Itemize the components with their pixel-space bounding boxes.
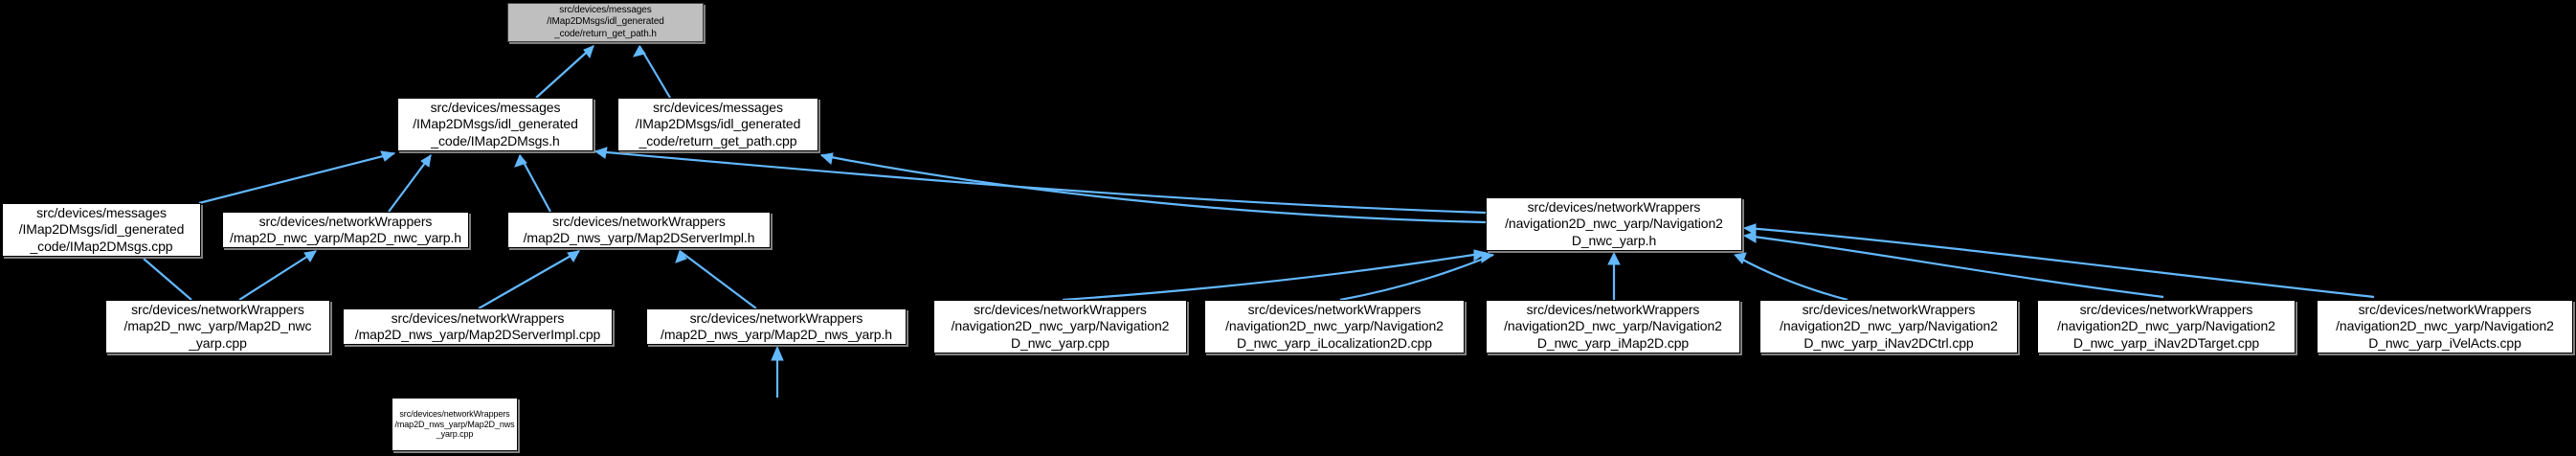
graph-node-label: src/devices/networkWrappers /navigation2… (1505, 199, 1723, 248)
graph-node-Navigation2D_nwc_yarp_h[interactable]: src/devices/networkWrappers /navigation2… (1486, 197, 1742, 251)
graph-node-label: src/devices/messages /IMap2DMsgs/idl_gen… (18, 205, 185, 254)
graph-node-Map2D_nws_yarp_h[interactable]: src/devices/networkWrappers /map2D_nws_y… (646, 308, 907, 345)
graph-edge-arrowhead (420, 154, 432, 168)
graph-node-return_get_path_h[interactable]: src/devices/messages /IMap2DMsgs/idl_gen… (507, 3, 704, 42)
graph-edge-arrowhead (1742, 223, 1757, 236)
graph-node-label: src/devices/networkWrappers /navigation2… (1780, 302, 1998, 351)
graph-edge (1745, 234, 2164, 299)
graph-node-IMap2DMsgs_h[interactable]: src/devices/messages /IMap2DMsgs/idl_gen… (397, 98, 594, 151)
graph-node-label: src/devices/networkWrappers /map2D_nws_y… (394, 408, 515, 440)
graph-edge (594, 149, 1487, 215)
graph-edge (820, 153, 1487, 224)
graph-edge (638, 45, 671, 99)
graph-node-Map2D_nwc_yarp_cpp[interactable]: src/devices/networkWrappers /map2D_nwc_y… (105, 300, 330, 353)
graph-edge-arrowhead (514, 154, 527, 168)
graph-node-label: src/devices/networkWrappers /navigation2… (951, 302, 1170, 351)
graph-edge (1745, 226, 2375, 299)
graph-node-Navigation2D_nwc_yarp_iNav2DTarget_cpp[interactable]: src/devices/networkWrappers /navigation2… (2037, 300, 2296, 353)
graph-edge-arrowhead (594, 147, 608, 159)
graph-node-return_get_path_cpp[interactable]: src/devices/messages /IMap2DMsgs/idl_gen… (617, 98, 818, 151)
graph-edge-arrowhead (1734, 252, 1747, 264)
graph-edge-arrowhead (819, 152, 834, 165)
graph-edge (238, 250, 317, 301)
graph-node-Map2DServerImpl_cpp[interactable]: src/devices/networkWrappers /map2D_nws_y… (343, 308, 613, 345)
graph-edge (388, 154, 432, 213)
graph-node-label: src/devices/messages /IMap2DMsgs/idl_gen… (413, 100, 578, 148)
graph-edge-arrowhead (567, 250, 580, 262)
graph-node-label: src/devices/networkWrappers /map2D_nws_y… (661, 309, 892, 342)
graph-node-Navigation2D_nwc_yarp_cpp[interactable]: src/devices/networkWrappers /navigation2… (933, 300, 1187, 353)
graph-node-Navigation2D_nwc_yarp_iNav2DCtrl_cpp[interactable]: src/devices/networkWrappers /navigation2… (1759, 300, 2018, 353)
graph-node-label: src/devices/networkWrappers /navigation2… (2336, 302, 2554, 351)
graph-edge (679, 250, 757, 309)
graph-node-Map2DServerImpl_h[interactable]: src/devices/networkWrappers /map2D_nws_y… (507, 212, 771, 248)
graph-edge-arrowhead (1742, 231, 1757, 243)
graph-node-label: src/devices/networkWrappers /map2D_nwc_y… (123, 302, 312, 351)
graph-node-label: src/devices/networkWrappers /navigation2… (2057, 302, 2275, 351)
graph-edge (1062, 251, 1487, 302)
graph-edge (1736, 256, 1848, 302)
graph-node-Navigation2D_nwc_yarp_iLocalization2D_cpp[interactable]: src/devices/networkWrappers /navigation2… (1204, 300, 1465, 353)
graph-node-Map2D_nwc_yarp_h[interactable]: src/devices/networkWrappers /map2D_nwc_y… (222, 212, 469, 248)
graph-node-Map2D_nws_yarp_cpp[interactable]: src/devices/networkWrappers /map2D_nws_y… (392, 398, 518, 451)
graph-edge (143, 258, 192, 301)
graph-edge (198, 151, 395, 205)
graph-node-label: src/devices/networkWrappers /map2D_nwc_y… (230, 213, 461, 245)
graph-edge-arrowhead (675, 250, 687, 263)
graph-node-label: src/devices/networkWrappers /map2D_nws_y… (354, 309, 601, 342)
graph-node-label: src/devices/messages /IMap2DMsgs/idl_gen… (547, 5, 664, 39)
graph-edge (1339, 253, 1494, 302)
graph-edge-arrowhead (771, 345, 784, 361)
graph-edge (519, 154, 551, 213)
graph-edge-arrowhead (380, 150, 396, 162)
graph-edge-arrowhead (1481, 251, 1495, 263)
graph-node-Navigation2D_nwc_yarp_iVelActs_cpp[interactable]: src/devices/networkWrappers /navigation2… (2317, 300, 2573, 353)
graph-edge (535, 45, 594, 99)
graph-edge-arrowhead (303, 250, 317, 262)
graph-edge-arrowhead (1607, 251, 1621, 265)
graph-node-label: src/devices/messages /IMap2DMsgs/idl_gen… (635, 100, 801, 148)
graph-edge-arrowhead (583, 45, 594, 59)
graph-node-Navigation2D_nwc_yarp_iMap2D_cpp[interactable]: src/devices/networkWrappers /navigation2… (1486, 300, 1740, 353)
graph-node-IMap2DMsgs_cpp[interactable]: src/devices/messages /IMap2DMsgs/idl_gen… (2, 203, 201, 257)
graph-edge-arrowhead (633, 45, 646, 57)
graph-node-label: src/devices/networkWrappers /map2D_nws_y… (523, 213, 755, 245)
graph-node-label: src/devices/networkWrappers /navigation2… (1225, 302, 1444, 351)
graph-edge (478, 250, 580, 309)
graph-node-label: src/devices/networkWrappers /navigation2… (1504, 302, 1722, 351)
